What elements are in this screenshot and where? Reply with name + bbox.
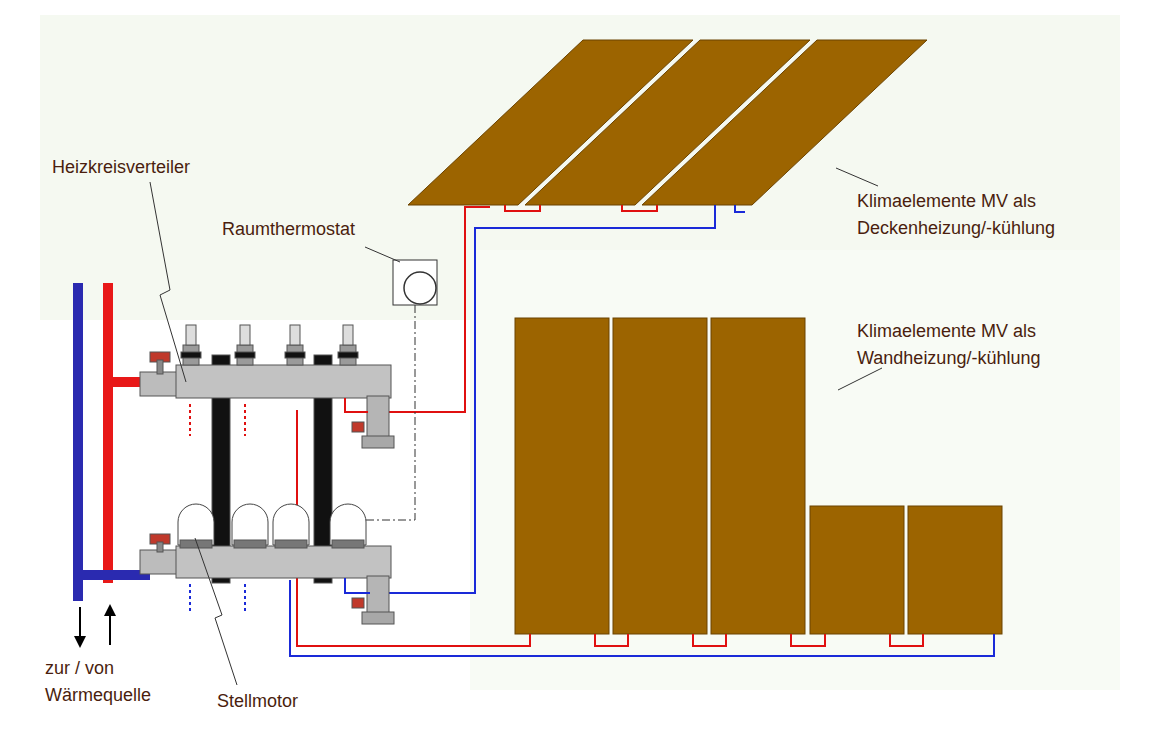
outlet-stubs: [190, 398, 370, 612]
room-thermostat: [366, 260, 437, 520]
wall-pipes: [290, 410, 994, 656]
background-area: [470, 250, 1120, 690]
riser-pipes: [73, 283, 150, 648]
part-label: Raumthermostat: [222, 216, 402, 243]
part-label: Klimaelemente MV als Deckenheizung/-kühl…: [857, 188, 1137, 242]
part-label: Heizkreisverteiler: [52, 154, 252, 181]
heating-manifold: [140, 325, 394, 624]
part-label: Stellmotor: [217, 688, 357, 715]
part-label: zur / von Wärmequelle: [45, 655, 165, 709]
ceiling-panels: [408, 40, 927, 205]
part-label: Klimaelemente MV als Wandheizung/-kühlun…: [857, 318, 1137, 372]
leader-lines: [150, 168, 882, 685]
